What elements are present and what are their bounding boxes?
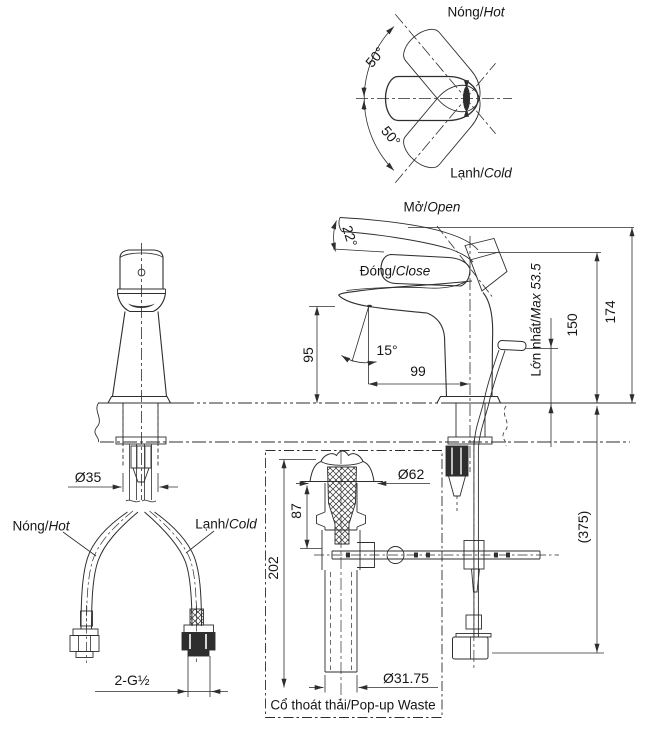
label-hose-hot: Nóng/Hot (12, 518, 70, 534)
dim-spout-height: 95 (300, 347, 316, 363)
side-view-dimensions (309, 220, 635, 654)
deck-line (94, 402, 636, 447)
label-hose-cold: Lạnh/Cold (195, 516, 257, 532)
dim-handle-height: 150 (564, 313, 580, 337)
top-view-drawing (356, 13, 512, 184)
label-top-cold: Lạnh/Cold (450, 165, 512, 181)
dim-max-knob-height: Lớn nhất/Max 53.5 (528, 263, 544, 377)
label-open: Mở/Open (403, 199, 461, 215)
front-view-drawing (107, 243, 171, 503)
supply-hoses-drawing (62, 473, 228, 697)
dim-plug-height: 87 (288, 503, 304, 519)
dim-rod-length: (375) (575, 510, 591, 544)
dim-spout-angle: 15° (376, 342, 398, 358)
dim-pipe-diameter: Ø31.75 (383, 670, 429, 686)
side-view-drawing (338, 217, 527, 472)
dim-waste-length: 202 (265, 556, 281, 580)
lift-rod-drawing (445, 402, 493, 668)
dim-hole-diameter: Ø35 (74, 469, 102, 485)
label-waste-caption: Cổ thoát thải/Pop-up Waste (270, 697, 436, 713)
label-top-hot: Nóng/Hot (447, 4, 505, 20)
dim-spout-reach: 99 (410, 363, 426, 379)
popup-waste-drawing (265, 450, 559, 718)
dim-inlet-thread: 2-G½ (114, 672, 150, 688)
dim-overall-height: 174 (602, 300, 618, 324)
label-close: Đóng/Close (359, 263, 431, 279)
dim-flange-diameter: Ø62 (397, 466, 425, 482)
